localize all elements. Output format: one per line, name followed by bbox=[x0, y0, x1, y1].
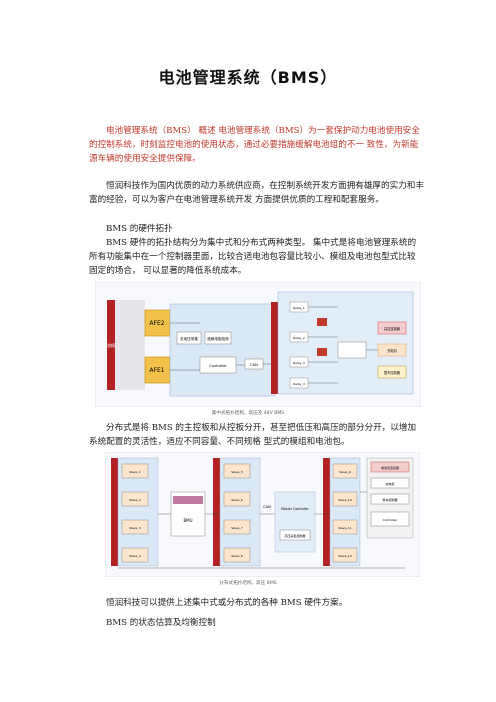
master-area bbox=[274, 491, 316, 553]
distributed-topology-diagram: Slave_1 Slave_2 Slave_3 Slave_4 BMU Slav… bbox=[105, 452, 420, 577]
figure2-caption: 分布式拓扑结构，高压 BMS bbox=[219, 581, 277, 586]
slave-12 bbox=[332, 547, 358, 563]
afe-top-box bbox=[144, 309, 171, 337]
charger-label: 充电机 bbox=[385, 481, 394, 486]
connection-lines bbox=[118, 491, 405, 569]
slave-12-label: Slave_12 bbox=[338, 554, 352, 558]
insulation-label: 绝缘电阻检测 bbox=[207, 336, 229, 341]
hatched-region bbox=[115, 300, 145, 390]
slave-1 bbox=[121, 463, 149, 479]
right-controller-label: Controller bbox=[383, 518, 399, 522]
section-heading-topology: BMS 的硬件拓扑 bbox=[106, 224, 173, 234]
slave-5 bbox=[223, 463, 251, 479]
pack-connector-label: 电池包连接器 bbox=[381, 465, 399, 470]
contactor-2 bbox=[317, 348, 327, 356]
solutions-paragraph: 恒润科技可以提供上述集中式或分布式的各种 BMS 硬件方案。 bbox=[106, 598, 348, 608]
control-area bbox=[169, 303, 276, 397]
charger-box bbox=[370, 477, 410, 489]
vehicle-controller-label: 整车控制器 bbox=[382, 497, 397, 502]
slave-11-label: Slave_11 bbox=[338, 526, 352, 530]
bmu-header bbox=[173, 496, 203, 504]
page-title: 电池管理系统（BMS） bbox=[158, 68, 338, 87]
right-controller-box bbox=[370, 511, 410, 527]
voltage-sample-label: 总电压采集 bbox=[180, 336, 198, 341]
controller-label: Controller bbox=[209, 364, 227, 368]
insulation-box bbox=[204, 331, 232, 345]
vehicle-controller-box bbox=[370, 493, 410, 505]
section-heading-estimation: BMS 的状态估算及均衡控制 bbox=[106, 618, 216, 628]
afe-bottom-label: AFE1 bbox=[149, 367, 164, 374]
can-label: CAN bbox=[263, 505, 271, 509]
master-label: Master Controller bbox=[281, 507, 309, 511]
middle-red-bar bbox=[271, 302, 278, 394]
distributed-paragraph: 分布式是将 BMS 的主控板和从控板分开，甚至把低压和高压的部分分开，以增加系统… bbox=[89, 423, 417, 447]
slave-10 bbox=[332, 491, 358, 507]
hv-sample-label: 高压采集控制器 bbox=[284, 533, 305, 538]
right-controller-box bbox=[337, 341, 367, 359]
hv-connector-label: 高压连接器 bbox=[384, 326, 401, 331]
relay-2-label: Relay_2 bbox=[293, 336, 305, 340]
slave-3 bbox=[121, 519, 149, 535]
left-battery-bar bbox=[111, 458, 118, 566]
relay-3-label: Relay_3 bbox=[293, 361, 305, 365]
slave-6 bbox=[223, 491, 251, 507]
charger-label: 充电机 bbox=[387, 348, 397, 353]
afe-bottom-box bbox=[144, 356, 171, 384]
voltage-sample-box bbox=[176, 331, 202, 345]
slave-4 bbox=[121, 547, 149, 563]
slave-11 bbox=[332, 519, 358, 535]
slave-9-label: Slave_9 bbox=[339, 470, 351, 474]
slave-6-label: Slave_6 bbox=[231, 498, 243, 502]
relay-group: Relay_1 Relay_2 Relay_3 Relay_4 bbox=[289, 301, 309, 389]
company-paragraph: 恒润科技作为国内优质的动力系统供应商，在控制系统开发方面拥有雄厚的实力和丰富的经… bbox=[89, 181, 424, 205]
slave-8-label: Slave_8 bbox=[231, 554, 243, 558]
can-label: CAN bbox=[250, 363, 258, 367]
slave-10-label: Slave_10 bbox=[338, 498, 352, 502]
slave-4-label: Slave_4 bbox=[129, 554, 141, 558]
mid-battery-bar bbox=[213, 458, 220, 566]
slave-3-label: Slave_3 bbox=[129, 526, 141, 530]
battery-module-label: 电池模组 bbox=[103, 342, 119, 348]
hv-connector-box bbox=[377, 321, 407, 335]
relay-1-label: Relay_1 bbox=[293, 306, 305, 310]
slave-7-label: Slave_7 bbox=[231, 526, 243, 530]
vehicle-controller-label: 整车控制器 bbox=[384, 370, 401, 375]
slave-5-label: Slave_5 bbox=[231, 470, 243, 474]
centralized-topology-diagram: 电池模组 AFE2 AFE1 总电压采集 绝缘电阻检测 Controller C… bbox=[95, 282, 421, 407]
intro-paragraph: 电池管理系统（BMS） 概述 电池管理系统（BMS）为一套保护动力电池使用安全的… bbox=[89, 126, 420, 164]
figure1-caption: 集中式拓扑结构，高压及 48V BMS bbox=[211, 411, 285, 416]
slave-2-label: Slave_2 bbox=[129, 498, 141, 502]
slave-2 bbox=[121, 491, 149, 507]
bmu-label: BMU bbox=[183, 518, 192, 523]
afe-top-label: AFE2 bbox=[149, 320, 164, 327]
relay-4-label: Relay_4 bbox=[293, 382, 305, 386]
topology-paragraph: BMS 硬件的拓扑结构分为集中式和分布式两种类型。 集中式是将电池管理系统的所有… bbox=[89, 238, 417, 276]
slave-1-label: Slave_1 bbox=[129, 470, 141, 474]
slave-9 bbox=[332, 463, 358, 479]
slave-8 bbox=[223, 547, 251, 563]
slave-7 bbox=[223, 519, 251, 535]
left-battery-bar bbox=[107, 300, 115, 390]
connection-lines bbox=[170, 306, 378, 384]
contactor-1 bbox=[317, 318, 327, 326]
right-battery-bar bbox=[323, 458, 330, 566]
pack-connector-box bbox=[370, 461, 410, 473]
hv-sample-box bbox=[279, 529, 311, 541]
vehicle-controller-box bbox=[377, 365, 407, 379]
